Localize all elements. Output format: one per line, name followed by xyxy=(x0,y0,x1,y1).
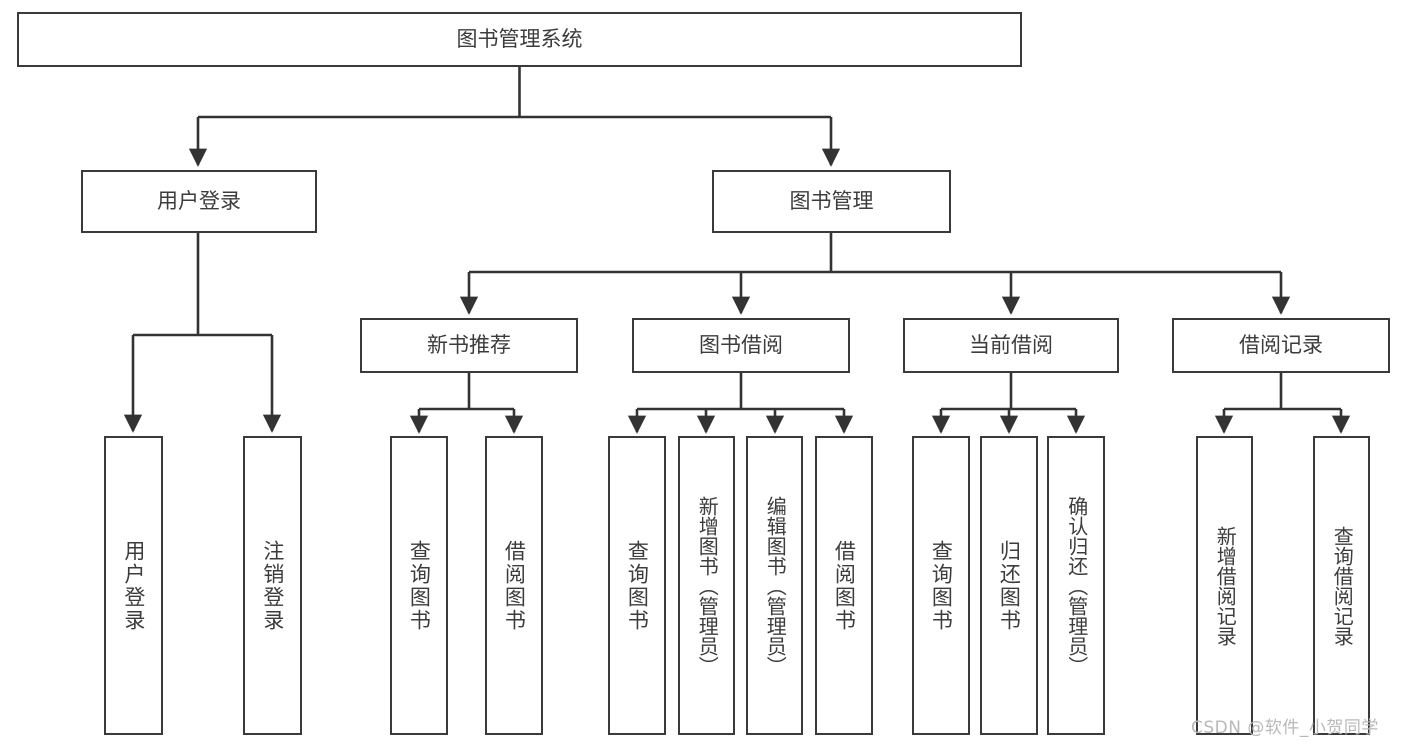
leaf-logout[interactable]: 注销登录 xyxy=(243,436,302,735)
node-label: 用户登录 xyxy=(157,189,241,214)
leaf-query-book-current[interactable]: 查询图书 xyxy=(912,436,970,735)
leaf-query-book-new[interactable]: 查询图书 xyxy=(390,436,448,735)
leaf-borrow-book-new[interactable]: 借阅图书 xyxy=(485,436,543,735)
node-label: 借阅记录 xyxy=(1239,333,1323,358)
leaf-user-login[interactable]: 用户登录 xyxy=(104,436,163,735)
node-book-borrow[interactable]: 图书借阅 xyxy=(632,318,850,373)
node-label: 借阅图书 xyxy=(832,539,857,632)
node-user-login[interactable]: 用户登录 xyxy=(81,170,317,233)
node-label: 注销登录 xyxy=(260,539,285,632)
leaf-return-book[interactable]: 归还图书 xyxy=(980,436,1038,735)
node-label: 确认归还（管理员） xyxy=(1064,495,1089,676)
leaf-query-borrow-record[interactable]: 查询借阅记录 xyxy=(1313,436,1370,735)
node-label: 归还图书 xyxy=(997,539,1022,632)
node-label: 编辑图书（管理员） xyxy=(763,495,788,676)
node-label: 用户登录 xyxy=(121,539,146,632)
node-new-book-recommend[interactable]: 新书推荐 xyxy=(360,318,578,373)
watermark-text: CSDN @软件_小贺同学 xyxy=(1191,718,1379,738)
leaf-borrow-book[interactable]: 借阅图书 xyxy=(815,436,873,735)
leaf-add-borrow-record[interactable]: 新增借阅记录 xyxy=(1196,436,1253,735)
node-label: 图书管理系统 xyxy=(456,27,583,52)
node-label: 当前借阅 xyxy=(969,333,1053,358)
node-label: 查询借阅记录 xyxy=(1330,525,1355,646)
node-label: 图书管理 xyxy=(789,189,874,214)
node-borrow-record[interactable]: 借阅记录 xyxy=(1172,318,1390,373)
node-label: 借阅图书 xyxy=(502,539,527,632)
node-label: 新增借阅记录 xyxy=(1213,525,1238,646)
leaf-add-book-admin[interactable]: 新增图书（管理员） xyxy=(678,436,735,735)
node-label: 图书借阅 xyxy=(699,333,783,358)
node-label: 查询图书 xyxy=(625,539,650,632)
node-label: 新增图书（管理员） xyxy=(695,495,720,676)
leaf-confirm-return-admin[interactable]: 确认归还（管理员） xyxy=(1047,436,1105,735)
node-label: 新书推荐 xyxy=(427,333,511,358)
node-label: 查询图书 xyxy=(929,539,954,632)
node-label: 查询图书 xyxy=(407,539,432,632)
node-book-management[interactable]: 图书管理 xyxy=(712,170,951,233)
leaf-query-book[interactable]: 查询图书 xyxy=(608,436,666,735)
node-current-borrow[interactable]: 当前借阅 xyxy=(903,318,1119,373)
node-root-system[interactable]: 图书管理系统 xyxy=(17,12,1022,67)
leaf-edit-book-admin[interactable]: 编辑图书（管理员） xyxy=(746,436,803,735)
